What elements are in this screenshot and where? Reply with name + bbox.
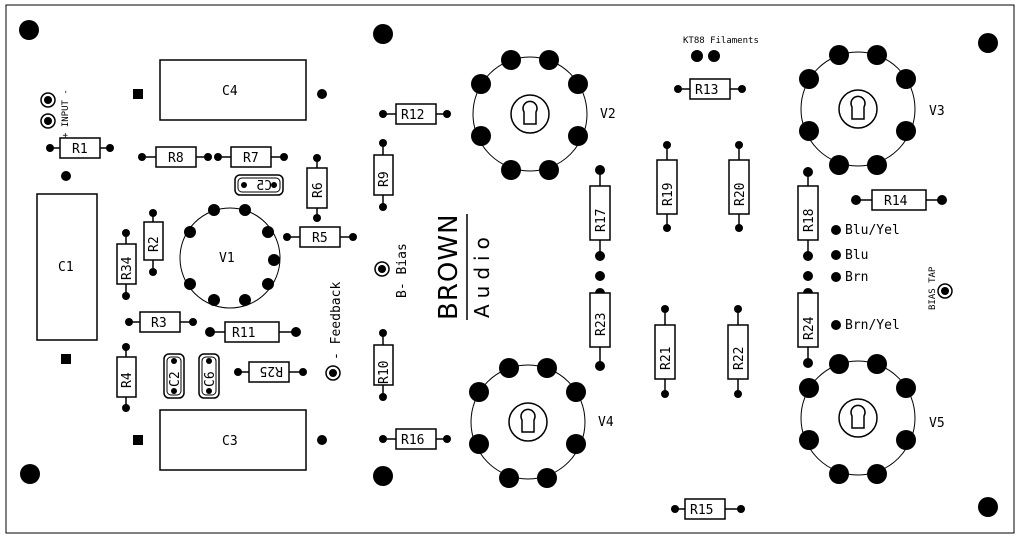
r8-label: R8: [168, 151, 184, 166]
tube-socket-v1: V1: [179, 204, 281, 309]
r9-label: R9: [377, 171, 392, 187]
feedback-label: - Feedback: [329, 282, 344, 360]
r20-label: R20: [733, 183, 748, 206]
pad: [595, 271, 605, 281]
resistor-r15: R15: [671, 498, 745, 520]
tube-socket-v4: V4: [469, 358, 614, 488]
r7-label: R7: [243, 151, 259, 166]
bias-jack: [374, 261, 390, 277]
resistor-r14: R14: [851, 189, 947, 211]
resistor-r4: R4: [116, 343, 137, 412]
v3-label: V3: [929, 104, 945, 119]
r22-label: R22: [732, 347, 747, 370]
capacitor-c1: C1: [36, 171, 98, 364]
r10-label: R10: [377, 361, 392, 384]
v5-label: V5: [929, 416, 945, 431]
resistor-r7: R7: [214, 146, 288, 168]
r15-label: R15: [690, 503, 713, 518]
pad: [803, 271, 813, 281]
input-label: + INPUT -: [61, 89, 71, 138]
r3-label: R3: [151, 316, 167, 331]
resistor-r17: R17: [589, 165, 611, 261]
resistor-r22: R22: [727, 305, 749, 398]
r12-label: R12: [401, 108, 424, 123]
tube-socket-v5: V5: [799, 354, 945, 484]
resistor-r8: R8: [138, 146, 212, 168]
capacitor-c2: C2: [163, 353, 185, 399]
brn-yel-label: Brn/Yel: [845, 318, 900, 333]
tube-socket-v2: V2: [471, 50, 616, 180]
resistor-r18: R18: [797, 167, 819, 261]
c4-label: C4: [222, 84, 238, 99]
capacitor-c4: C4: [133, 59, 327, 121]
r25-label: R25: [260, 363, 283, 378]
r1-label: R1: [72, 142, 88, 157]
r19-label: R19: [661, 183, 676, 206]
v1-label: V1: [219, 251, 235, 266]
feedback-jack: [325, 365, 341, 381]
c1-label: C1: [58, 260, 74, 275]
board-outline: [5, 4, 1015, 534]
resistor-r24: R24: [797, 288, 819, 368]
r21-label: R21: [659, 347, 674, 370]
resistor-r1: R1: [46, 137, 114, 159]
r16-label: R16: [401, 433, 424, 448]
r18-label: R18: [802, 209, 817, 232]
r6-label: R6: [311, 182, 326, 198]
resistor-r23: R23: [589, 288, 611, 371]
resistor-r13: R13: [674, 78, 746, 100]
v4-label: V4: [598, 415, 614, 430]
brown-audio-logo: BROWN Audio: [434, 213, 494, 320]
bias-tap-jack: [937, 283, 953, 299]
resistor-r25: R25: [234, 361, 307, 383]
r34-label: R34: [120, 256, 135, 280]
brn-label: Brn: [845, 270, 868, 285]
resistor-r20: R20: [728, 141, 750, 232]
wire-pads: [831, 225, 841, 330]
blu-label: Blu: [845, 248, 868, 263]
capacitor-c3: C3: [133, 409, 327, 471]
resistor-r16: R16: [379, 428, 451, 450]
logo-sub: Audio: [470, 231, 494, 318]
blu-yel-label: Blu/Yel: [845, 223, 900, 238]
resistor-r2: R2: [143, 209, 164, 276]
r24-label: R24: [802, 316, 817, 340]
tube-socket-v3: V3: [799, 45, 945, 175]
logo-brand: BROWN: [434, 213, 464, 320]
r23-label: R23: [594, 313, 609, 336]
capacitor-c5: C5: [234, 174, 284, 196]
r17-label: R17: [594, 209, 609, 232]
r13-label: R13: [695, 83, 718, 98]
capacitor-c6: C6: [198, 353, 220, 399]
c5-label: C5: [256, 179, 272, 194]
resistor-r9: R9: [373, 139, 394, 211]
input-jack: [40, 92, 56, 129]
r4-label: R4: [120, 372, 135, 388]
c2-label: C2: [168, 371, 183, 387]
c6-label: C6: [203, 371, 218, 387]
r2-label: R2: [147, 236, 162, 252]
resistor-r5: R5: [283, 226, 357, 248]
r11-label: R11: [232, 326, 255, 341]
b-bias-label: B- Bias: [395, 243, 410, 298]
c3-label: C3: [222, 434, 238, 449]
resistor-r19: R19: [656, 141, 678, 232]
filament-pads: [691, 50, 720, 62]
v2-label: V2: [600, 107, 616, 122]
resistor-r3: R3: [125, 311, 197, 333]
resistor-r12: R12: [379, 103, 451, 125]
resistor-r10: R10: [373, 329, 394, 401]
resistor-r34: R34: [116, 229, 137, 300]
resistor-r11: R11: [205, 321, 301, 343]
mounting-holes: [19, 20, 998, 517]
resistor-r6: R6: [306, 154, 328, 222]
resistor-r21: R21: [654, 305, 676, 398]
r14-label: R14: [884, 194, 908, 209]
bias-tap-label: BIAS TAP: [928, 266, 938, 310]
r5-label: R5: [312, 231, 328, 246]
filaments-label: KT88 Filaments: [683, 36, 759, 46]
